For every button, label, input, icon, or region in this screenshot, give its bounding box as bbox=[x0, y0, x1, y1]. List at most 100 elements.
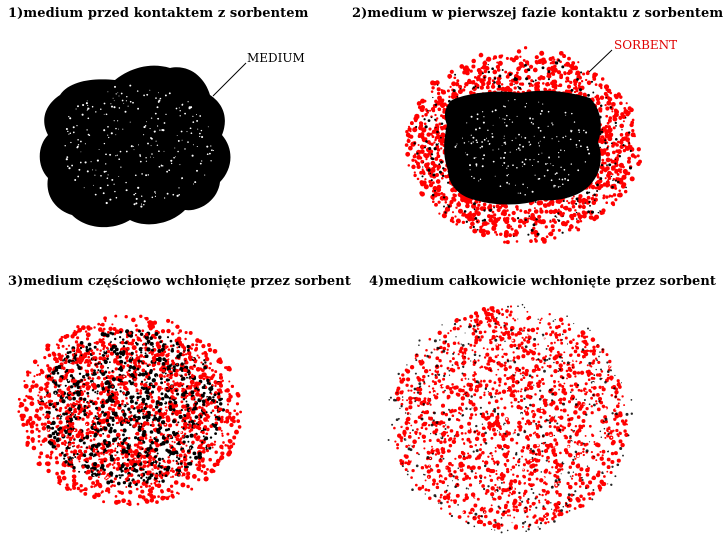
sorbent-particle bbox=[436, 87, 441, 92]
sorbent-particle bbox=[482, 202, 487, 207]
sorbent-particle bbox=[519, 55, 522, 58]
particle bbox=[203, 476, 209, 482]
particle bbox=[113, 106, 116, 109]
sorbent-particle bbox=[517, 90, 520, 93]
sorbent-particle bbox=[559, 75, 564, 80]
sorbent-particle bbox=[469, 90, 473, 95]
sorbent-particle bbox=[582, 72, 586, 76]
sorbent-particle bbox=[540, 222, 543, 225]
particle bbox=[20, 417, 25, 422]
sorbent-particle bbox=[517, 224, 522, 229]
particle bbox=[77, 404, 81, 408]
particle bbox=[167, 360, 170, 363]
particle bbox=[146, 347, 151, 352]
particle bbox=[181, 353, 185, 357]
sorbent-particle bbox=[527, 211, 530, 215]
particle bbox=[119, 336, 122, 339]
particle bbox=[59, 377, 62, 380]
particle bbox=[193, 183, 194, 185]
sorbent-particle bbox=[493, 206, 495, 209]
particle bbox=[113, 360, 117, 364]
particle bbox=[120, 427, 122, 429]
particle bbox=[138, 329, 141, 333]
particle bbox=[124, 110, 127, 113]
particle bbox=[506, 114, 508, 117]
particle bbox=[172, 373, 174, 375]
particle bbox=[127, 407, 131, 411]
particle bbox=[180, 446, 183, 448]
sorbent-particle bbox=[541, 66, 545, 70]
particle bbox=[140, 203, 143, 205]
particle bbox=[192, 424, 197, 429]
sorbent-particle bbox=[600, 135, 605, 139]
sorbent-particle bbox=[505, 74, 510, 79]
panel-1-illustration bbox=[39, 62, 247, 228]
particle bbox=[98, 460, 101, 462]
sorbent-particle bbox=[566, 200, 569, 203]
particle bbox=[141, 195, 143, 197]
particle bbox=[58, 413, 60, 415]
sorbent-particle bbox=[427, 119, 431, 122]
particle bbox=[77, 380, 81, 384]
particle bbox=[86, 406, 89, 409]
sorbent-particle bbox=[419, 191, 424, 196]
particle bbox=[170, 321, 174, 324]
particle bbox=[176, 442, 179, 445]
sorbent-particle bbox=[417, 143, 420, 147]
particle bbox=[83, 378, 87, 382]
sorbent-particle bbox=[625, 102, 628, 105]
particle bbox=[198, 419, 202, 423]
particle bbox=[80, 140, 82, 143]
particle bbox=[133, 440, 135, 442]
sorbent-particle bbox=[621, 174, 627, 180]
particle bbox=[96, 492, 101, 498]
sorbent-particle bbox=[501, 69, 504, 71]
particle bbox=[183, 414, 187, 418]
particle bbox=[55, 343, 59, 346]
particle bbox=[105, 418, 110, 423]
sorbent-particle bbox=[596, 189, 599, 193]
particle bbox=[127, 105, 129, 107]
particle bbox=[109, 347, 114, 352]
particle bbox=[94, 467, 97, 471]
sorbent-particle bbox=[582, 213, 587, 219]
particle bbox=[177, 421, 180, 424]
particle bbox=[534, 174, 536, 176]
particle bbox=[405, 407, 409, 411]
particle bbox=[531, 190, 534, 193]
particle bbox=[131, 374, 135, 378]
particle bbox=[139, 485, 143, 489]
sorbent-particle bbox=[605, 157, 611, 163]
sorbent-particle bbox=[408, 145, 413, 151]
particle bbox=[158, 373, 164, 379]
sorbent-particle bbox=[606, 100, 612, 106]
particle bbox=[208, 457, 212, 462]
particle bbox=[130, 351, 134, 356]
sorbent-particle bbox=[523, 46, 528, 50]
particle bbox=[80, 447, 83, 450]
particle bbox=[146, 461, 149, 464]
particle bbox=[140, 205, 143, 208]
sorbent-particle bbox=[442, 196, 446, 199]
sorbent-particle bbox=[419, 132, 425, 137]
particle bbox=[121, 382, 126, 386]
particle bbox=[471, 116, 473, 118]
particle bbox=[550, 179, 553, 182]
particle bbox=[539, 113, 542, 115]
sorbent-particle bbox=[440, 136, 442, 139]
particle bbox=[126, 445, 131, 450]
particle bbox=[157, 345, 161, 350]
particle bbox=[563, 150, 566, 152]
particle bbox=[61, 433, 65, 438]
sorbent-particle bbox=[441, 174, 445, 178]
sorbent-particle bbox=[626, 159, 631, 164]
particle bbox=[150, 383, 153, 386]
particle bbox=[56, 443, 61, 448]
particle bbox=[178, 414, 183, 419]
particle bbox=[84, 143, 86, 145]
particle bbox=[564, 179, 566, 181]
sorbent-particle bbox=[551, 218, 556, 223]
sorbent-particle bbox=[596, 175, 600, 179]
particle bbox=[87, 355, 91, 359]
particle bbox=[90, 444, 95, 448]
